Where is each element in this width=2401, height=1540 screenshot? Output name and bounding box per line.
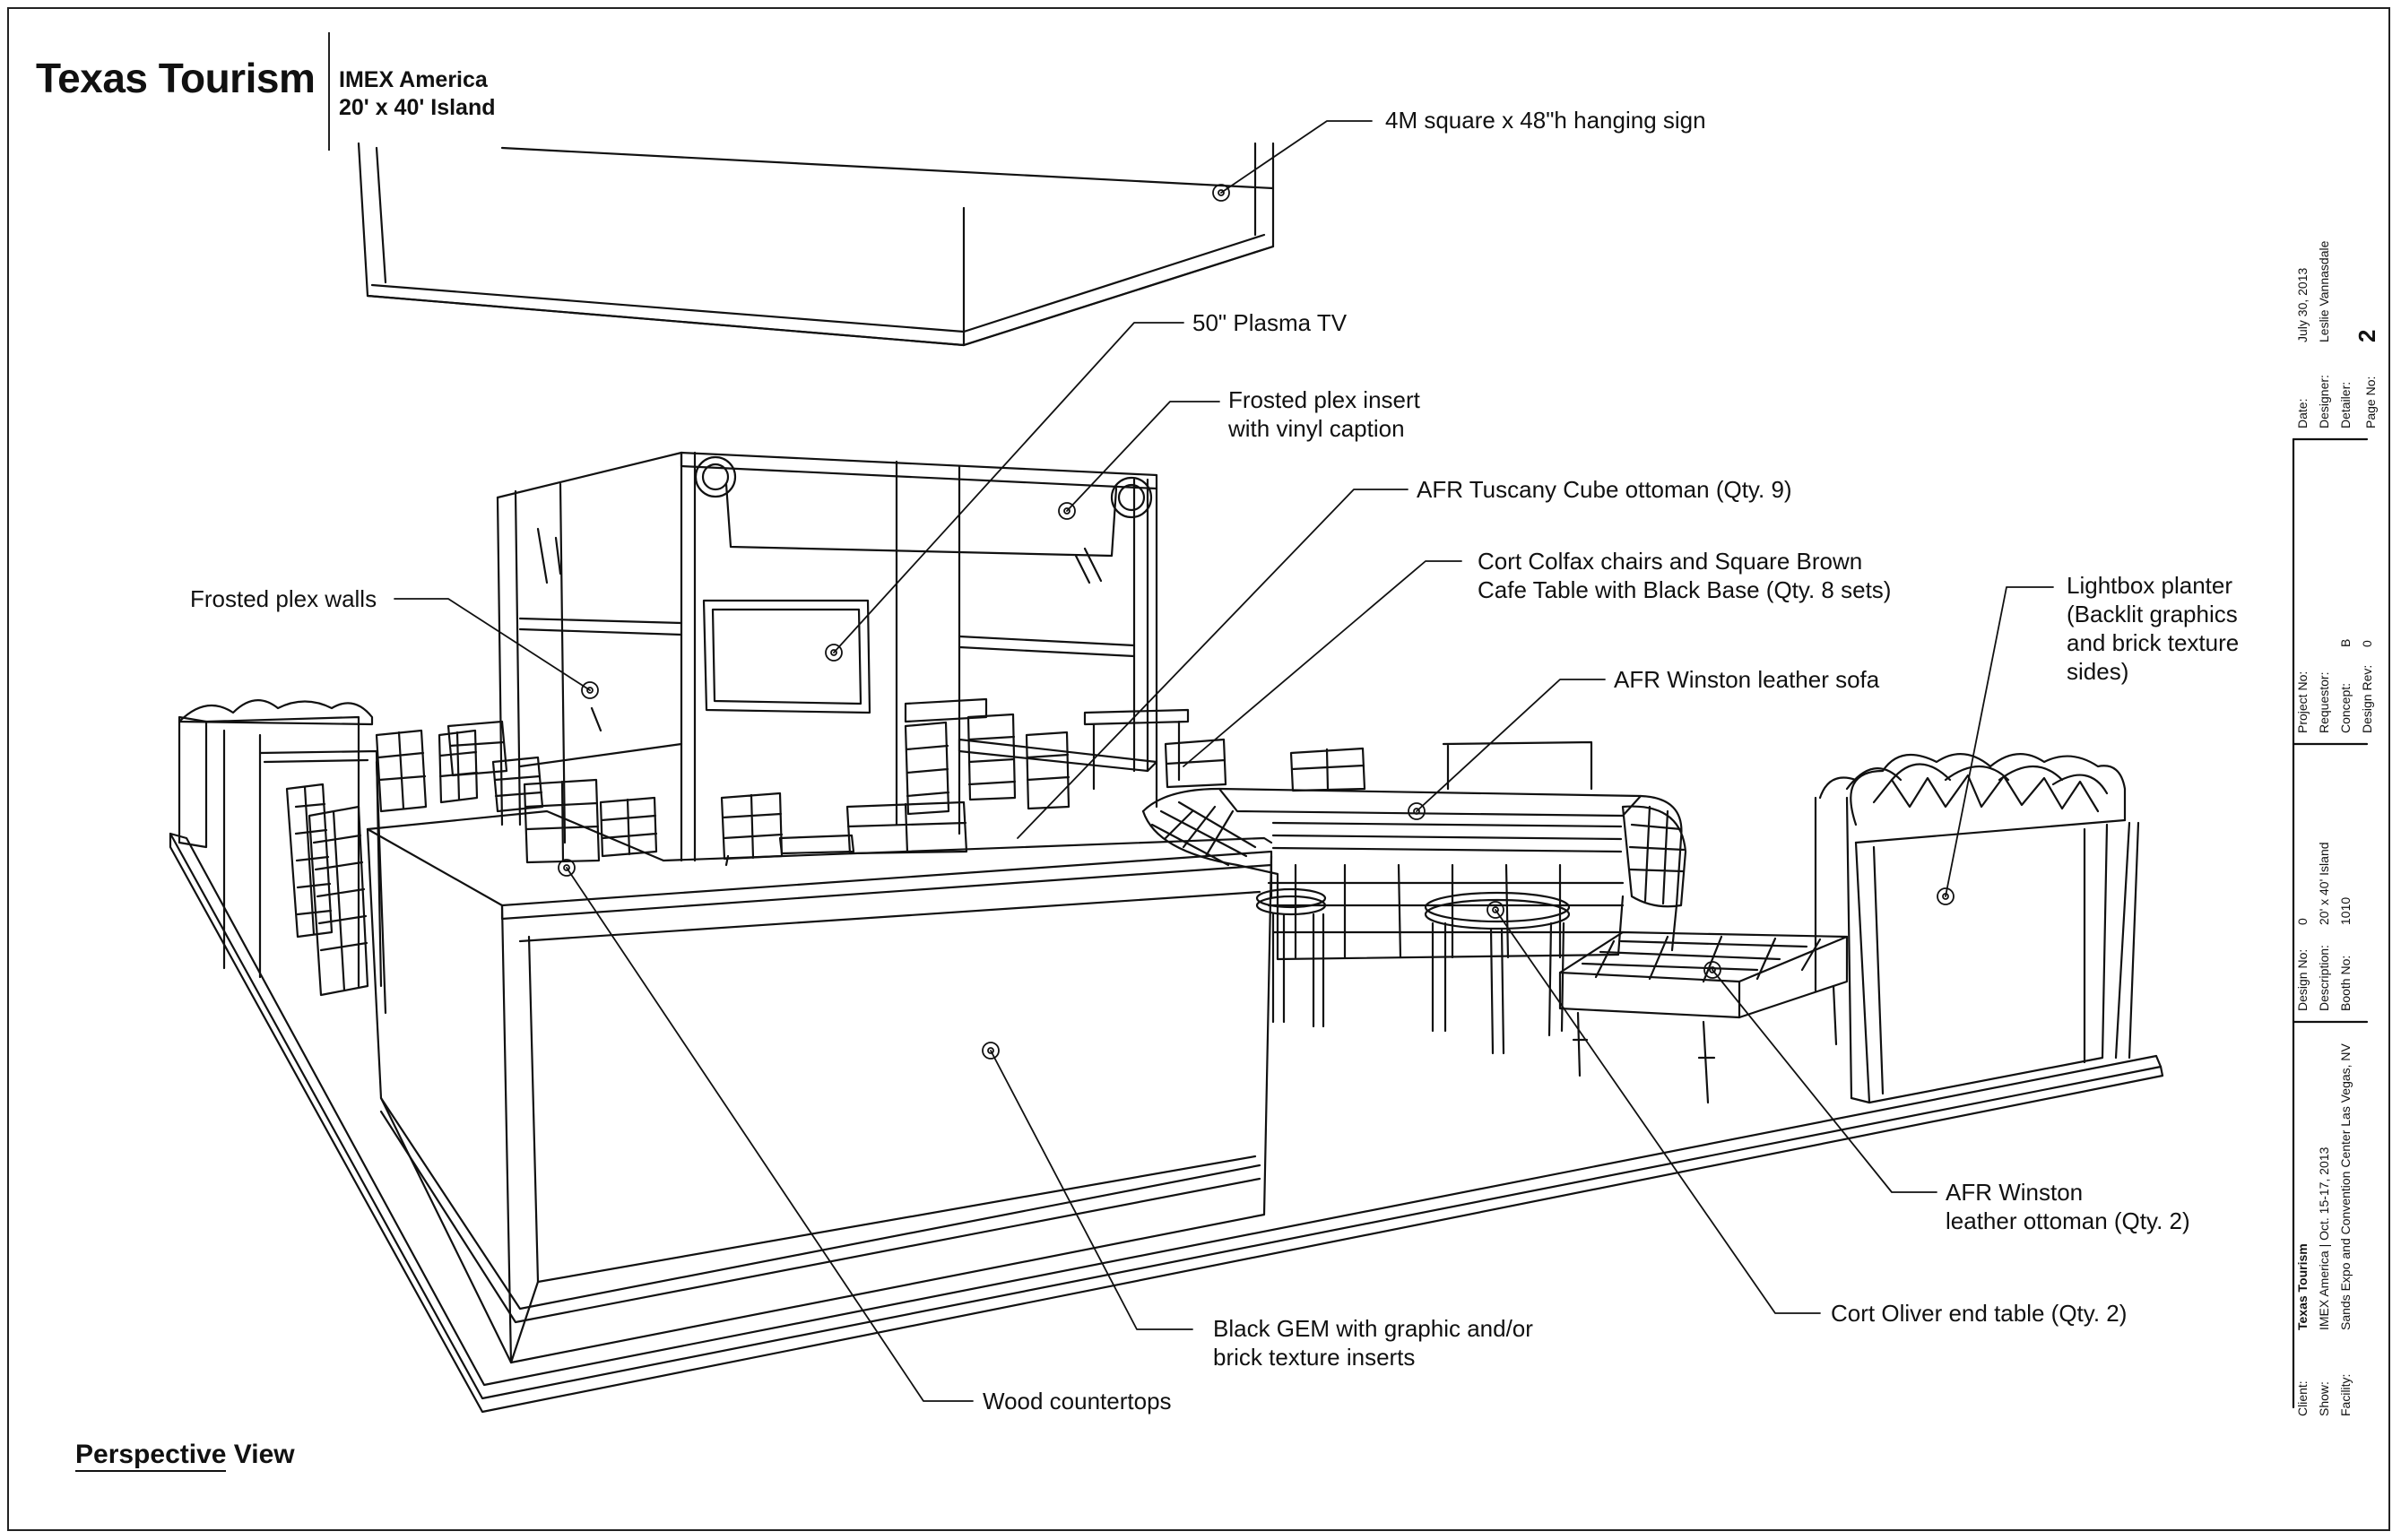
callout-winston-sofa: AFR Winston leather sofa: [1614, 666, 1880, 693]
callout-oliver-end-table: Cort Oliver end table (Qty. 2): [1831, 1300, 2128, 1327]
title-block-rules: [2292, 437, 2369, 1409]
reception-counter: [366, 809, 1273, 1364]
show-name: IMEX America: [339, 67, 488, 92]
date-value: July 30, 2013: [2295, 267, 2310, 342]
title-separator: [328, 32, 330, 151]
sheet-border: [7, 7, 2390, 1531]
callout-winston-ottoman: AFR Winston leather ottoman (Qty. 2): [1946, 1179, 2190, 1234]
callout-plasma-tv: 50" Plasma TV: [1192, 309, 1348, 336]
client-title: Texas Tourism: [36, 55, 316, 101]
cafe-tables: [778, 697, 1593, 855]
plex-structure: [496, 451, 1158, 862]
view-label-rest: View: [226, 1440, 295, 1469]
callout-hanging-sign: 4M square x 48"h hanging sign: [1385, 107, 1706, 134]
oliver-end-tables: [1255, 887, 1571, 1055]
title-block-client: Client:Texas Tourism Show:IMEX America |…: [2295, 1043, 2353, 1416]
page-number: 2: [2353, 329, 2380, 342]
callout-frosted-plex-insert: Frosted plex insert with vinyl caption: [1228, 386, 1420, 442]
title-block-design: Design No:0 Description:20' x 40' Island…: [2295, 842, 2353, 1011]
left-planters-and-tables: [178, 699, 387, 1015]
show-subtitle: IMEX America 20' x 40' Island: [339, 66, 496, 122]
callout-leaders: [394, 120, 2054, 1402]
callout-cube-ottoman: AFR Tuscany Cube ottoman (Qty. 9): [1417, 476, 1792, 503]
winston-sofa: [1141, 787, 1687, 961]
callout-frosted-plex-walls: Frosted plex walls: [190, 585, 377, 612]
winston-ottoman: [1558, 930, 1849, 1104]
lightbox-planter: [1814, 753, 2140, 1104]
booth-size: 20' x 40' Island: [339, 95, 496, 120]
callout-black-gem: Black GEM with graphic and/or brick text…: [1213, 1315, 1533, 1371]
booth-floor: [169, 832, 2164, 1414]
hanging-sign: [357, 142, 1275, 347]
designer-value: Leslie Vannasdale: [2317, 240, 2331, 342]
view-label: Perspective View: [75, 1440, 295, 1472]
view-label-underlined: Perspective: [75, 1440, 227, 1472]
colfax-chairs: [285, 713, 1366, 997]
callout-lightbox-planter: Lightbox planter (Backlit graphics and b…: [2067, 572, 2240, 685]
callout-colfax-chairs: Cort Colfax chairs and Square Brown Cafe…: [1478, 548, 1892, 603]
leader-targets: [558, 184, 1955, 1060]
title-block-project: Project No: Requestor: Concept:B Design …: [2295, 638, 2374, 733]
callout-wood-countertops: Wood countertops: [983, 1388, 1172, 1415]
title-block-top: Date:July 30, 2013 Designer:Leslie Vanna…: [2295, 240, 2380, 428]
